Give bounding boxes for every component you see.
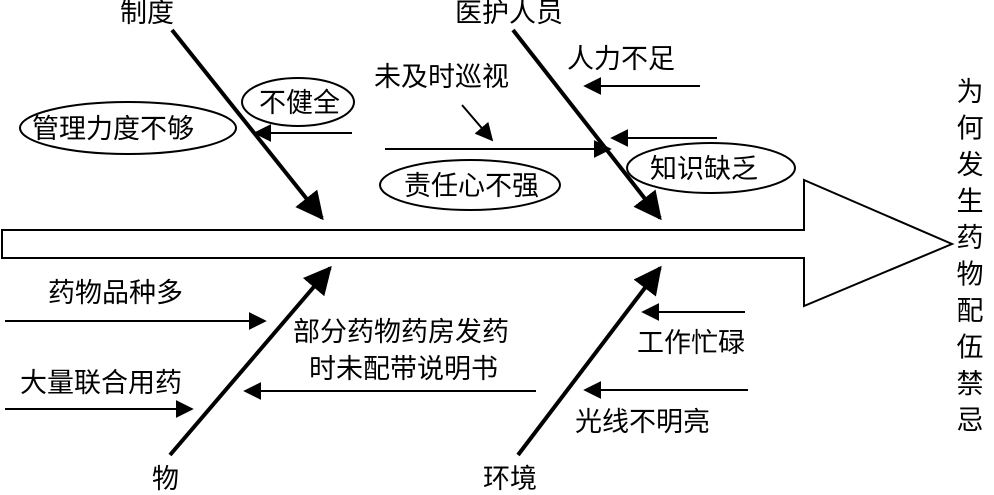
category-system: 制度 [120, 0, 174, 29]
spine-arrow [1, 178, 955, 308]
cause-knowledge: 知识缺乏 [650, 154, 758, 185]
cause-busy-work: 工作忙碌 [637, 328, 745, 359]
oval-mgmt-weak [19, 101, 237, 155]
cause-many-drugs: 药物品种多 [48, 278, 183, 309]
category-staff: 医护人员 [455, 0, 563, 29]
bone-environment [516, 265, 662, 457]
cause-responsibility: 责任心不强 [404, 171, 539, 202]
effect-char: 物 [957, 260, 984, 291]
oval-incomplete [241, 77, 355, 127]
cause-incomplete: 不健全 [259, 88, 340, 119]
arrow-no-patrol [461, 104, 494, 142]
oval-knowledge [626, 142, 796, 194]
effect-char: 忌 [957, 406, 984, 437]
category-environment: 环境 [483, 464, 537, 495]
effect-char: 伍 [957, 333, 984, 364]
bone-staff [511, 28, 662, 221]
effect-char: 为 [957, 77, 984, 108]
bone-system [170, 28, 324, 221]
category-material: 物 [152, 464, 179, 495]
effect-char: 药 [957, 223, 984, 254]
cause-combined-drugs: 大量联合用药 [20, 368, 182, 399]
effect-char: 发 [957, 150, 984, 181]
bone-material [168, 265, 332, 457]
effect-char: 禁 [957, 369, 984, 400]
effect-char: 何 [957, 114, 984, 145]
effect-char: 配 [957, 296, 984, 327]
effect-char: 生 [957, 187, 984, 218]
oval-responsibility [379, 159, 561, 211]
cause-no-instructions-2: 时未配带说明书 [309, 354, 498, 385]
cause-short-staff: 人力不足 [567, 44, 675, 75]
cause-no-patrol: 未及时巡视 [374, 62, 509, 93]
cause-poor-light: 光线不明亮 [575, 407, 710, 438]
cause-no-instructions-1: 部分药物药房发药 [293, 317, 509, 348]
cause-mgmt-weak: 管理力度不够 [32, 114, 194, 145]
